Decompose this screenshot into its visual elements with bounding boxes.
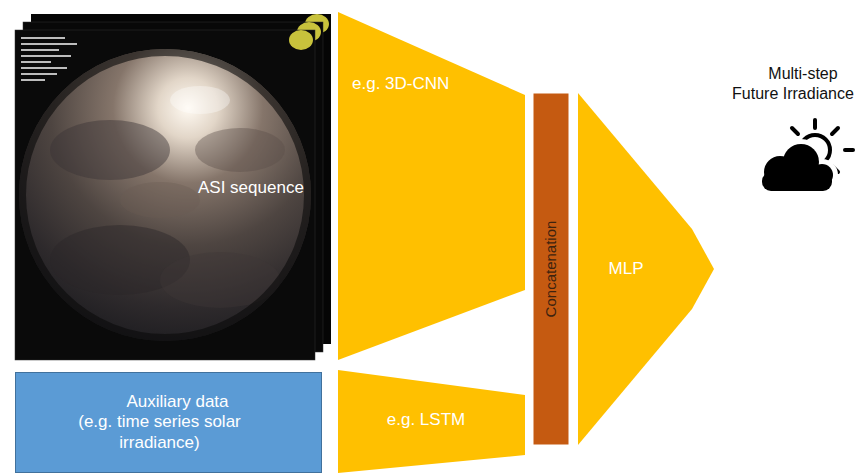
encoder-trapezoid: e.g. 3D-CNN: [338, 12, 525, 360]
node-text: Concatenation: [542, 221, 560, 318]
output-label: Multi-step Future Irradiance: [727, 64, 859, 104]
image-sequence: ASI sequence: [15, 30, 315, 360]
node-text: e.g. LSTM: [387, 410, 465, 430]
input-box-fill: [16, 373, 322, 473]
encoder-trapezoid-fill: [338, 12, 525, 360]
decoder-shape: MLP: [578, 93, 716, 445]
node-text: Auxiliary data (e.g. time series solar i…: [75, 392, 245, 453]
node-text: ASI sequence: [198, 178, 304, 198]
weather-icon: [757, 120, 853, 196]
node-text: e.g. 3D-CNN: [352, 74, 449, 94]
sky-disc: [19, 49, 311, 341]
fisheye-sky: [19, 49, 311, 341]
cloud-texture: [19, 49, 311, 341]
cloud-gap: [757, 139, 838, 196]
cloud-symbol: [762, 144, 833, 191]
encoder-trapezoid-fill: [338, 370, 525, 473]
asi-frame: [15, 30, 315, 360]
frame-marker: [289, 30, 313, 50]
concat-bar-fill: [534, 94, 569, 445]
node-text: MLP: [609, 259, 644, 279]
encoder-trapezoid-outline: [338, 12, 525, 360]
encoder-trapezoid: e.g. LSTM: [338, 370, 525, 473]
overlay-text-marks: [21, 37, 77, 81]
input-box: Auxiliary data (e.g. time series solar i…: [15, 372, 322, 473]
decoder-shape-outline: [578, 93, 716, 445]
concat-bar: Concatenation: [533, 93, 569, 445]
decoder-shape-fill: [578, 93, 714, 445]
